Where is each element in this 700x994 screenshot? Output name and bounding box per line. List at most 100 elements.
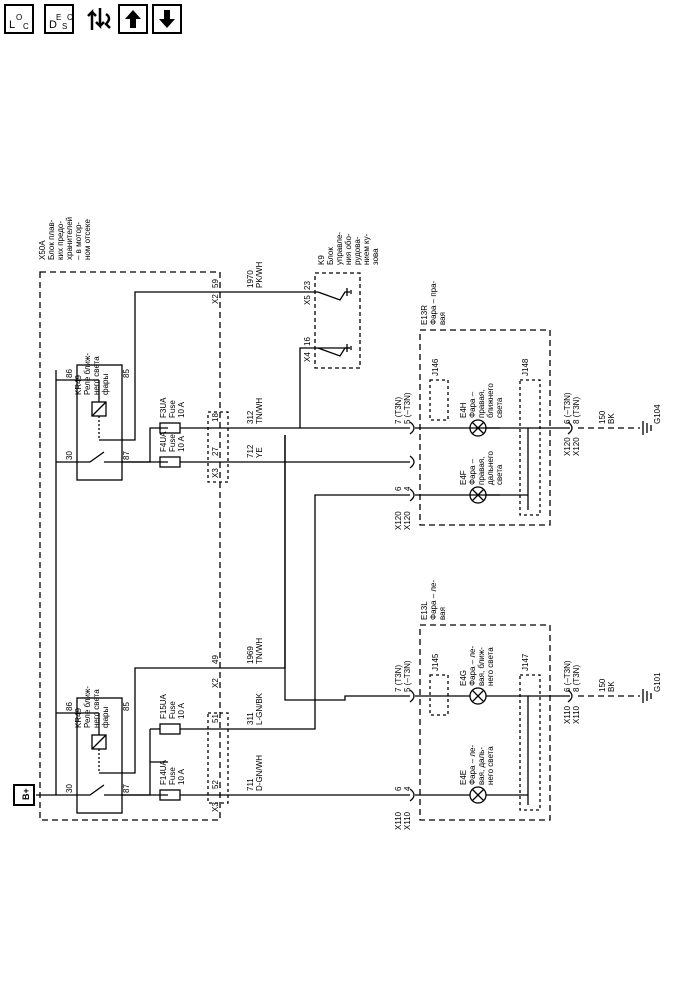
fuse-f14ua-id: F14UA — [159, 759, 168, 785]
relay-right-pin87: 87 — [122, 451, 131, 460]
left-c3-line1: 6 (–T3N) — [563, 660, 572, 692]
right-j2: J148 — [521, 358, 530, 376]
relay-left-pin30: 30 — [65, 784, 74, 793]
right-c3-line2: 8 (T3N) — [572, 397, 581, 424]
wire-311-color: L-GN/BK — [255, 692, 264, 725]
left-lamp-name2: вая — [438, 607, 447, 620]
relay-right-box — [76, 364, 123, 481]
pin-23: 23 — [303, 281, 312, 290]
wire-1970-num: 1970 — [246, 270, 255, 288]
right-hi-id: E4F — [459, 470, 468, 485]
pin-52: 52 — [211, 780, 220, 789]
fuse-block-outline — [39, 271, 221, 821]
relay-right-pin85: 85 — [122, 369, 131, 378]
description-button[interactable]: D E S C — [44, 4, 74, 34]
battery-box — [13, 784, 35, 806]
wire-1969-num: 1969 — [246, 646, 255, 664]
right-c2-line2: 4 — [403, 486, 412, 491]
wire-711-color: D-GN/WH — [255, 755, 264, 791]
right-hi-name1: Фара – — [468, 458, 477, 485]
pin-49: 49 — [211, 655, 220, 664]
scroll-down-button[interactable] — [152, 4, 182, 34]
wire-312-color: TN/WH — [255, 398, 264, 424]
left-c2-line1: 6 — [394, 786, 403, 791]
relay-right-id: KR49 — [74, 374, 83, 395]
wire-150-right-num: 150 — [598, 410, 607, 424]
fuse-f15ua-type: Fuse — [168, 701, 177, 719]
k9-id: K9 — [317, 255, 326, 265]
left-hi-name3: него света — [486, 746, 495, 785]
left-c2-line2: 4 — [403, 786, 412, 791]
wire-1970-color: PK/WH — [255, 262, 264, 288]
battery-label: B+ — [21, 788, 31, 800]
arrow-down-icon — [159, 10, 175, 28]
relay-right-name1: Реле ближ- — [83, 353, 92, 395]
wire-712-color: YE — [255, 447, 264, 458]
wire-150-left-num: 150 — [598, 678, 607, 692]
location-button[interactable]: L O C — [4, 4, 34, 34]
left-x-line2: X110 — [403, 811, 412, 830]
relay-right-name2: него света — [92, 356, 101, 395]
conn-x4: X4 — [303, 352, 312, 362]
wire-150-right-color: BK — [607, 413, 616, 424]
right-lamp-name1: Фара – пра- — [429, 280, 438, 325]
fuse-f3ua-id: F3UA — [159, 397, 168, 418]
loc-letter-l: L — [9, 19, 16, 31]
left-lo-name2: вая, ближ- — [477, 647, 486, 686]
k9-name5: нием ку- — [362, 233, 371, 265]
right-c1-line2: 5 (–T3N) — [403, 392, 412, 424]
right-hi-name4: света — [495, 464, 504, 485]
relay-right-pin86: 86 — [65, 369, 74, 378]
right-lo-name2: правая, — [477, 390, 486, 418]
module-name-line5: ном отсеке — [83, 219, 92, 260]
module-name-line3: хранителей — [65, 217, 74, 260]
module-name-line4: – в мотор- — [74, 222, 83, 260]
left-hi-name2: вая, даль- — [477, 747, 486, 785]
relay-left-name3: фары — [101, 707, 110, 728]
left-x-line1: X110 — [394, 811, 403, 830]
conn-x3-bottom: X3 — [211, 802, 220, 812]
k9-name2: управле- — [335, 232, 344, 265]
k9-name6: зова — [371, 248, 380, 265]
right-lamp-name2: вая — [438, 312, 447, 325]
right-lo-name4: света — [495, 397, 504, 418]
scroll-up-button[interactable] — [118, 4, 148, 34]
ground-g104: G104 — [653, 404, 662, 424]
left-j1: J145 — [431, 653, 440, 671]
module-id: X50A — [38, 240, 47, 260]
left-lo-name3: него света — [486, 647, 495, 686]
right-c1-line1: 7 (T3N) — [394, 397, 403, 424]
left-hi-id: E4E — [459, 770, 468, 785]
fuse-f3ua-rating: 10 A — [177, 401, 186, 418]
fuse-f15ua-rating: 10 A — [177, 702, 186, 719]
fuse-f4ua-id: F4UA — [159, 431, 168, 452]
right-lo-name1: Фара – — [468, 391, 477, 418]
wire-150-left-color: BK — [607, 681, 616, 692]
right-lamp-id: E13R — [420, 305, 429, 325]
right-hi-name2: правая, — [477, 457, 486, 485]
fuse-f3ua-type: Fuse — [168, 400, 177, 418]
conn-x5: X5 — [303, 295, 312, 305]
relay-left-pin86: 86 — [65, 702, 74, 711]
left-c1-line1: 7 (T3N) — [394, 665, 403, 692]
arrow-up-icon — [125, 10, 141, 28]
k9-name1: Блок — [326, 247, 335, 265]
wire-712-num: 712 — [246, 444, 255, 458]
right-hi-name3: дальнего — [486, 450, 495, 485]
left-lo-id: E4G — [459, 670, 468, 686]
conn-x2-top: X2 — [211, 294, 220, 304]
desc-letter-c: C — [67, 13, 73, 22]
relay-right-name3: фары — [101, 374, 110, 395]
relay-right-pin30: 30 — [65, 451, 74, 460]
right-x-line1: X120 — [394, 511, 403, 530]
relay-left-id: KR49 — [74, 707, 83, 728]
relay-left-name1: Реле ближ- — [83, 686, 92, 728]
fuse-f4ua-rating: 10 A — [177, 435, 186, 452]
right-x-line2: X120 — [403, 511, 412, 530]
left-c1-line2: 5 (–T3N) — [403, 660, 412, 692]
fuse-f14ua-type: Fuse — [168, 767, 177, 785]
wire-1969-color: TN/WH — [255, 638, 264, 664]
loc-letter-c: C — [23, 22, 29, 31]
connector-jump-button[interactable] — [84, 4, 114, 34]
relay-left-name2: него света — [92, 689, 101, 728]
